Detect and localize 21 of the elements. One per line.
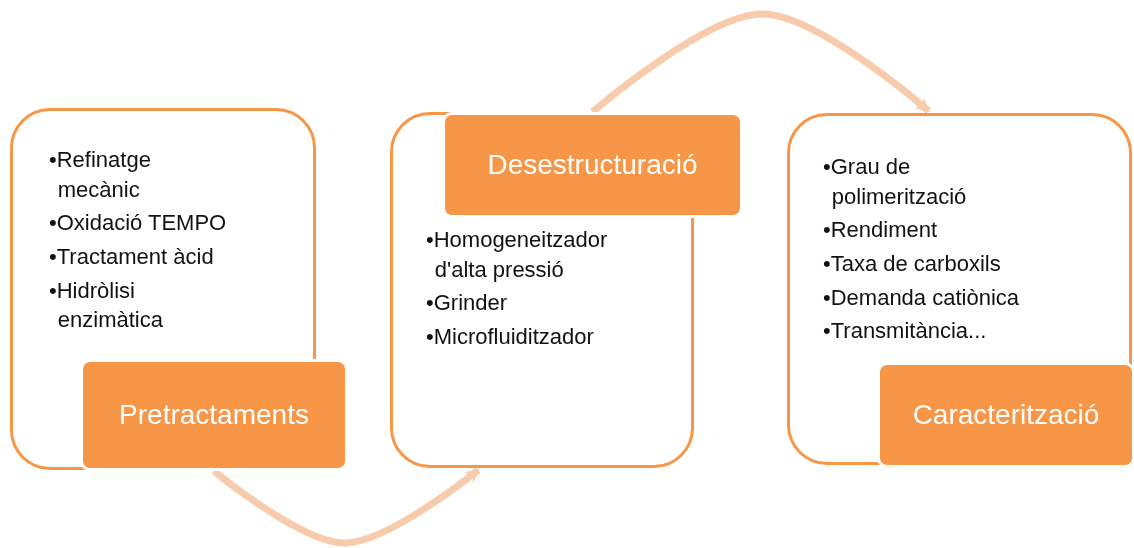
bullet-item: •Grau de polimerització <box>823 153 968 211</box>
heading-box <box>445 115 740 215</box>
heading-box <box>880 365 1132 465</box>
bullet-item: •Hidròlisi enzimàtica <box>49 276 164 335</box>
heading-box <box>83 362 345 468</box>
curved-arrow <box>590 10 931 115</box>
bullet-item: •Demanda catiònica <box>823 283 1021 312</box>
bullet-item: •Homogeneitzador d'alta pressió <box>426 226 609 284</box>
bullet-item: •Tractament àcid <box>49 243 215 272</box>
stage-title: Caracterització <box>912 399 1100 431</box>
bullet-item: •Taxa de carboxils <box>823 250 1002 279</box>
rounded-panel <box>787 113 1132 465</box>
bullet-item: •Rendiment <box>823 216 939 245</box>
bullet-item: •Oxidació TEMPO <box>49 209 228 238</box>
stage-title: Desestructuració <box>487 149 698 181</box>
bullet-item: •Microfluiditzador <box>426 323 595 352</box>
bullet-item: •Refinatge mecànic <box>49 146 152 204</box>
curved-arrow <box>211 467 481 547</box>
stage-title: Pretractaments <box>119 399 309 431</box>
bullet-item: •Grinder <box>426 289 509 318</box>
bullet-item: •Transmitància... <box>823 317 988 346</box>
